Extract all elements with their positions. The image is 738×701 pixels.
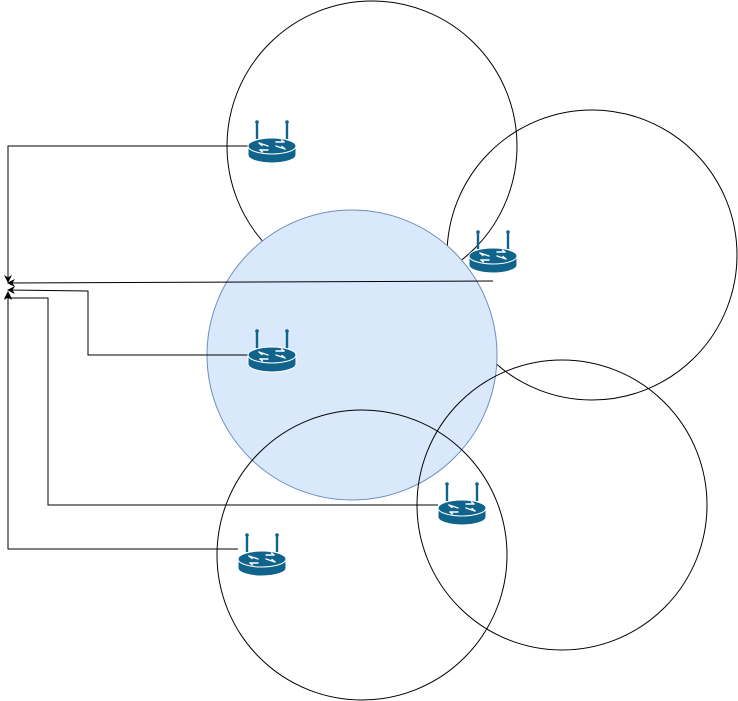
wireless-router-bottom-left-icon[interactable] bbox=[236, 532, 288, 578]
connectors bbox=[4, 145, 494, 550]
coverage-circle-bottom-left[interactable] bbox=[216, 409, 508, 701]
wireless-router-bottom-right-icon[interactable] bbox=[436, 481, 488, 527]
wireless-router-top-icon[interactable] bbox=[246, 118, 298, 165]
connector-right-router[interactable] bbox=[7, 278, 494, 287]
wireless-router-right-icon[interactable] bbox=[467, 228, 519, 275]
connector-top-router[interactable] bbox=[4, 145, 248, 283]
connector-center-router[interactable] bbox=[7, 286, 248, 356]
connector-bottom-left-router[interactable] bbox=[4, 292, 238, 550]
